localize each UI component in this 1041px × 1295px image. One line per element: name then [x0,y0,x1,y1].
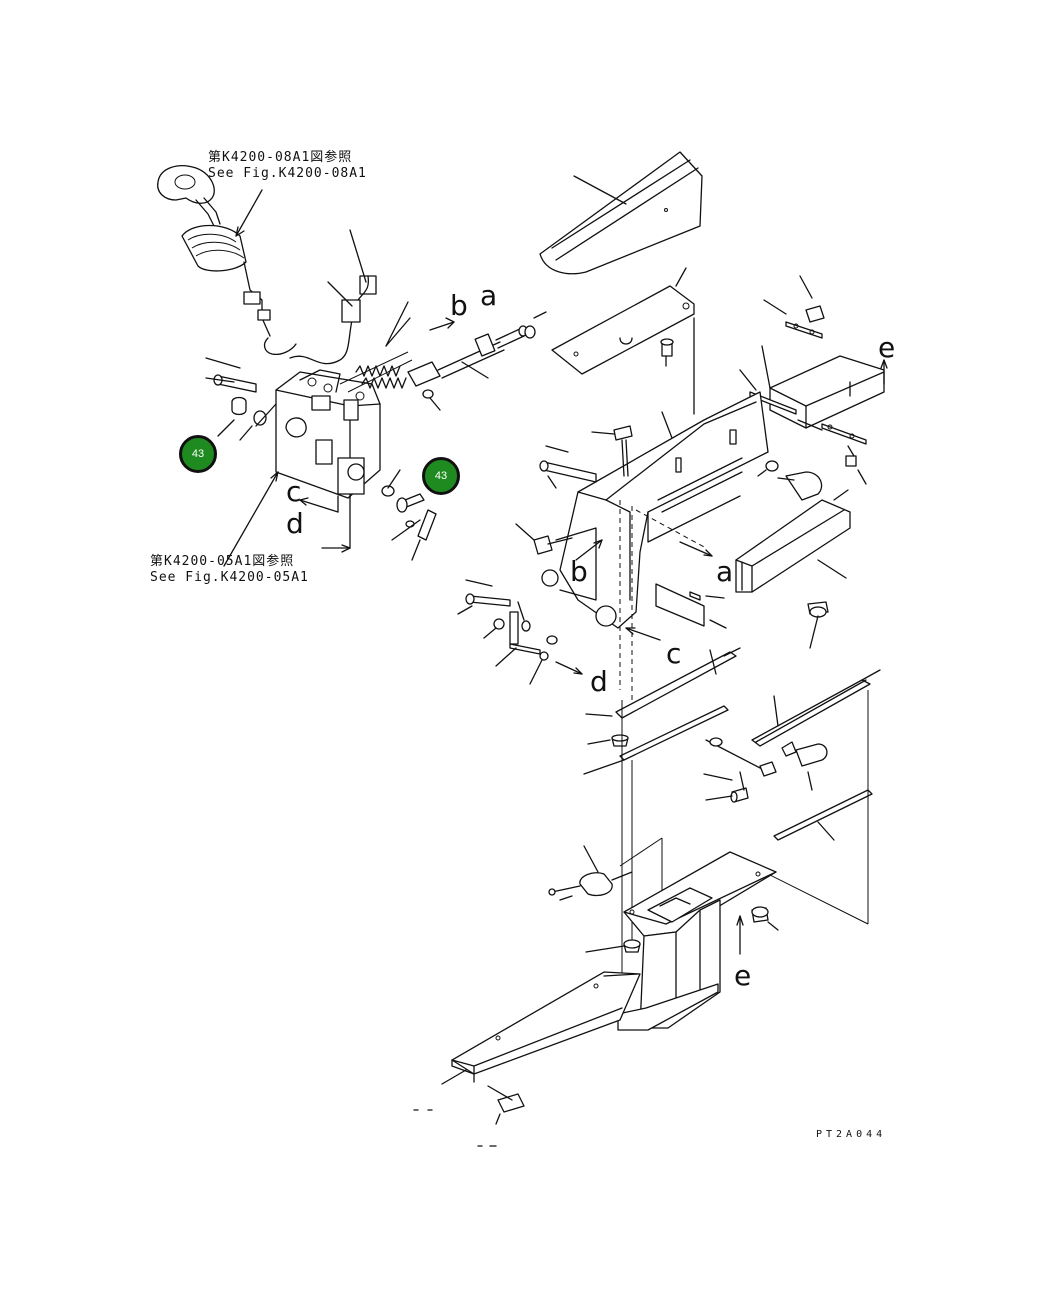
valve-block [275,369,381,499]
connection-letter-d-low: d [590,665,608,698]
connection-letter-b: b [450,289,468,322]
callout-43-left[interactable]: 43 [179,435,217,473]
upper-plate [551,285,695,375]
reference-bottom-jp: 第K4200-05A1図参照 [150,554,295,569]
connection-letter-e-low: e [734,959,752,992]
side-cover-right [769,355,885,429]
joystick-lever [157,165,297,356]
connection-letter-a-mid: a [716,555,734,588]
reference-bottom-en: See Fig.K4200-05A1 [150,570,309,585]
connection-letter-a: a [480,279,498,312]
main-bracket [541,391,769,700]
rod-assembly-top [407,325,536,399]
drawing-code: PT2A044 [816,1129,887,1140]
callout-43-right[interactable]: 43 [422,457,460,495]
top-cover [539,151,703,275]
connection-letter-c: c [286,475,302,508]
reference-top-en: See Fig.K4200-08A1 [208,166,367,181]
reference-top-jp: 第K4200-08A1図参照 [208,150,353,165]
connection-letter-b-mid: b [570,555,588,588]
connection-letter-c-mid: c [666,637,682,670]
springs [339,351,413,393]
connection-letter-e: e [878,331,896,364]
connection-letter-d: d [286,507,304,540]
rails [615,647,881,841]
lower-side-cover [735,499,851,593]
lower-frame [451,851,777,1083]
